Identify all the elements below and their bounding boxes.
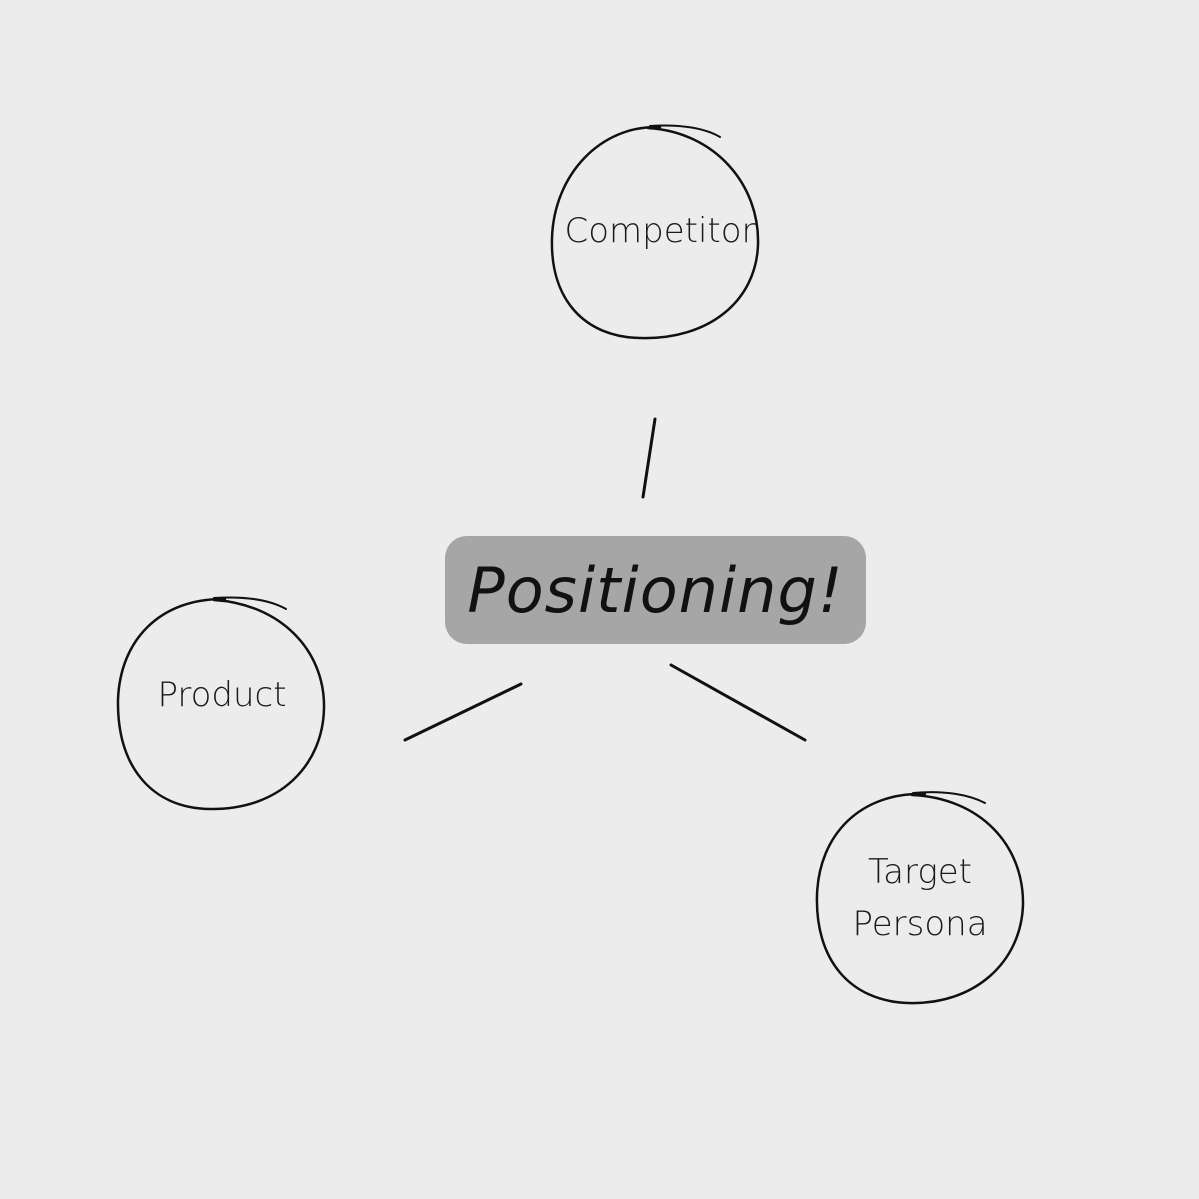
- center-label: Positioning!: [467, 553, 844, 627]
- competitor-label: Competitor: [555, 205, 765, 257]
- competitor-circle-flourish: [649, 124, 721, 138]
- product-circle: [116, 597, 326, 811]
- persona-circle: [815, 792, 1025, 1005]
- product-label-text: Product: [157, 675, 287, 715]
- persona-circle-flourish: [912, 791, 986, 804]
- connector-competitor: [641, 417, 657, 499]
- persona-label-line1: Target: [867, 852, 972, 892]
- competitor-circle: [550, 125, 760, 340]
- persona-label: Target Persona: [815, 846, 1025, 950]
- product-circle-flourish: [213, 596, 287, 610]
- connector-persona: [669, 663, 807, 742]
- center-box: Positioning!: [445, 536, 866, 644]
- node-persona: [815, 791, 1025, 1005]
- product-label: Product: [117, 669, 327, 721]
- node-competitor: [550, 124, 760, 340]
- node-product: [116, 596, 326, 811]
- competitor-label-text: Competitor: [564, 211, 756, 251]
- connector-product: [403, 682, 523, 742]
- persona-label-line2: Persona: [852, 904, 988, 944]
